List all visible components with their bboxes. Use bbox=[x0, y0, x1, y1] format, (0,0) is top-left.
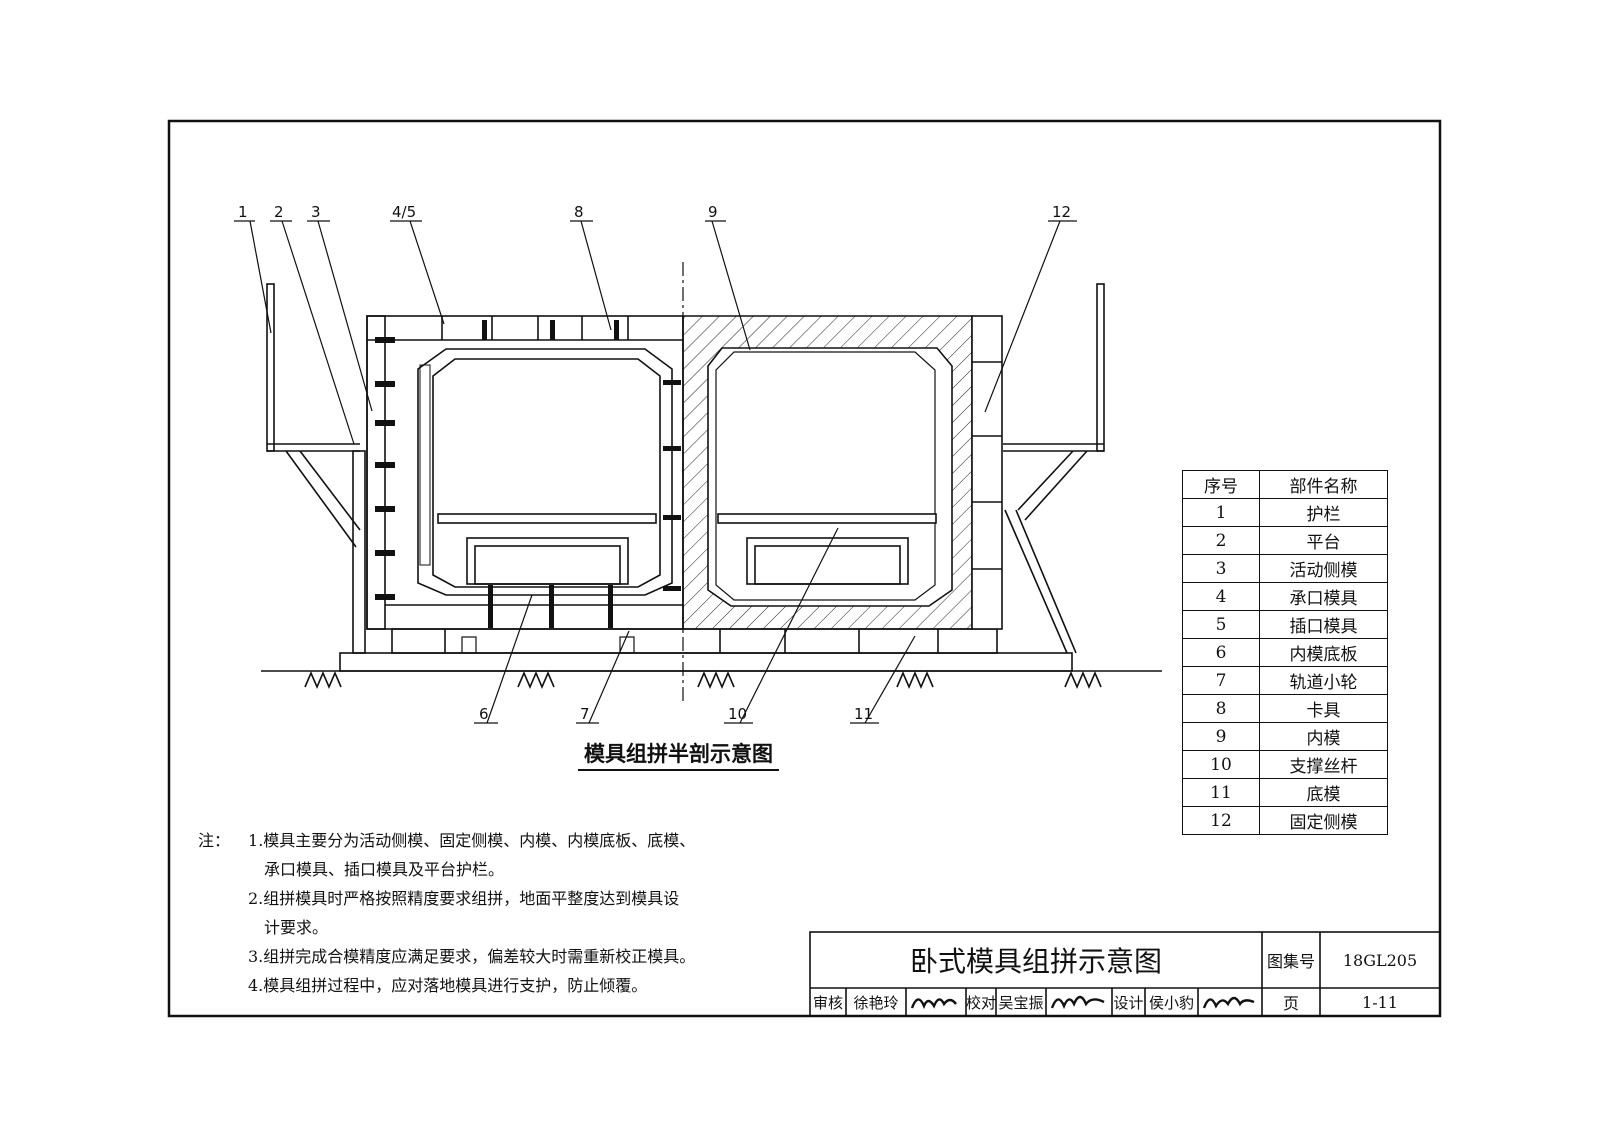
left-clamps bbox=[375, 320, 681, 654]
page-label: 页 bbox=[1282, 994, 1299, 1013]
row-name: 内模底板 bbox=[1259, 638, 1388, 667]
right-section bbox=[682, 315, 1003, 630]
note-2a: 2.组拼模具时严格按照精度要求组拼，地面平整度达到模具设 bbox=[248, 889, 680, 908]
note-1b: 承口模具、插口模具及平台护栏。 bbox=[264, 860, 505, 879]
callout-4-5: 4/5 bbox=[392, 203, 416, 221]
callout-11: 11 bbox=[854, 705, 873, 723]
row-seq: 8 bbox=[1182, 694, 1260, 723]
row-name: 固定侧模 bbox=[1259, 806, 1388, 835]
callout-7: 7 bbox=[580, 705, 590, 723]
header-name: 部件名称 bbox=[1259, 470, 1388, 499]
signatures bbox=[910, 995, 1255, 1010]
notes-prefix: 注： bbox=[198, 831, 231, 850]
checker-name: 吴宝振 bbox=[998, 993, 1044, 1012]
row-seq: 11 bbox=[1182, 778, 1260, 807]
callout-12: 12 bbox=[1052, 203, 1071, 221]
row-seq: 2 bbox=[1182, 526, 1260, 555]
row-name: 活动侧模 bbox=[1259, 554, 1388, 583]
page-number: 1-11 bbox=[1362, 992, 1398, 1012]
callout-2: 2 bbox=[274, 203, 284, 221]
drawing-title: 卧式模具组拼示意图 bbox=[909, 945, 1162, 978]
row-name: 轨道小轮 bbox=[1259, 666, 1388, 695]
left-formwork bbox=[366, 315, 684, 630]
note-4: 4.模具组拼过程中，应对落地模具进行支护，防止倾覆。 bbox=[248, 976, 648, 995]
row-seq: 7 bbox=[1182, 666, 1260, 695]
row-name: 内模 bbox=[1259, 722, 1388, 751]
callout-9: 9 bbox=[708, 203, 718, 221]
row-name: 卡具 bbox=[1259, 694, 1388, 723]
right-platform bbox=[1003, 283, 1105, 654]
reviewer-name: 徐艳玲 bbox=[853, 993, 899, 1012]
row-seq: 4 bbox=[1182, 582, 1260, 611]
row-name: 平台 bbox=[1259, 526, 1388, 555]
callout-8: 8 bbox=[574, 203, 584, 221]
row-seq: 9 bbox=[1182, 722, 1260, 751]
row-name: 承口模具 bbox=[1259, 582, 1388, 611]
callout-6: 6 bbox=[479, 705, 489, 723]
row-name: 护栏 bbox=[1259, 498, 1388, 527]
row-seq: 1 bbox=[1182, 498, 1260, 527]
ground-line bbox=[261, 670, 1162, 690]
left-platform bbox=[266, 283, 366, 654]
drawing-frame bbox=[167, 119, 1442, 1018]
base-slab bbox=[339, 628, 1073, 672]
callout-3: 3 bbox=[311, 203, 321, 221]
header-seq: 序号 bbox=[1182, 470, 1260, 499]
drawing-caption: 模具组拼半剖示意图 bbox=[578, 738, 779, 771]
row-name: 支撑丝杆 bbox=[1259, 750, 1388, 779]
atlas-label: 图集号 bbox=[1266, 952, 1315, 971]
note-3: 3.组拼完成合模精度应满足要求，偏差较大时需重新校正模具。 bbox=[248, 947, 696, 966]
atlas-number: 18GL205 bbox=[1342, 950, 1418, 970]
note-1a: 1.模具主要分为活动侧模、固定侧模、内模、内模底板、底模、 bbox=[248, 831, 696, 850]
table-header-row: 序号 部件名称 bbox=[1182, 470, 1388, 499]
row-seq: 6 bbox=[1182, 638, 1260, 667]
title-block-frame bbox=[809, 931, 1441, 1017]
row-name: 插口模具 bbox=[1259, 610, 1388, 639]
row-seq: 10 bbox=[1182, 750, 1260, 779]
note-line: 注： 1.模具主要分为活动侧模、固定侧模、内模、内模底板、底模、 bbox=[198, 826, 695, 855]
note-2b: 计要求。 bbox=[264, 918, 329, 937]
callout-1: 1 bbox=[238, 203, 248, 221]
callout-10: 10 bbox=[728, 705, 747, 723]
review-label: 审核 bbox=[812, 993, 843, 1012]
row-seq: 5 bbox=[1182, 610, 1260, 639]
callout-labels: 1 2 3 4/5 8 9 12 6 7 10 11 bbox=[238, 203, 1071, 723]
check-label: 校对 bbox=[966, 993, 997, 1012]
row-seq: 12 bbox=[1182, 806, 1260, 835]
notes-block: 注： 1.模具主要分为活动侧模、固定侧模、内模、内模底板、底模、 承口模具、插口模… bbox=[198, 826, 695, 1000]
designer-name: 侯小豹 bbox=[1148, 993, 1194, 1012]
row-name: 底模 bbox=[1259, 778, 1388, 807]
callout-leaders bbox=[234, 220, 1077, 724]
design-label: 设计 bbox=[1113, 993, 1144, 1012]
row-seq: 3 bbox=[1182, 554, 1260, 583]
